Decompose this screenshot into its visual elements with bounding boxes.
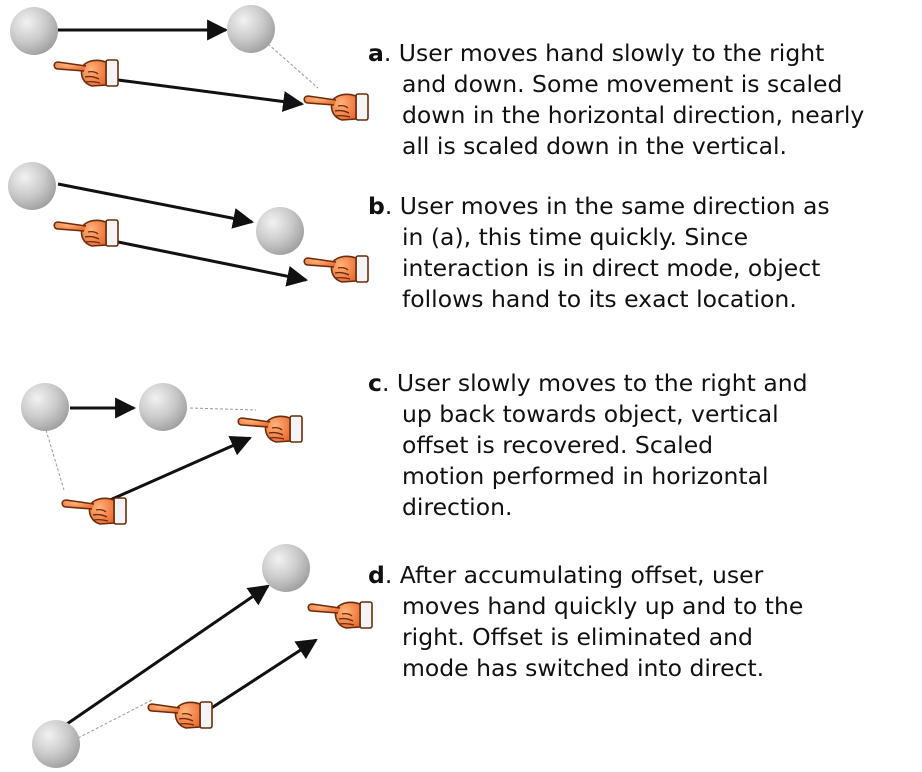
caption-d-line-2: moves hand quickly up and to the — [402, 592, 804, 620]
caption-d-letter: d — [368, 561, 385, 589]
caption-c: c. User slowly moves to the right and up… — [368, 368, 916, 523]
caption-d: d. After accumulating offset, user moves… — [368, 560, 916, 684]
panel-c-leader-1 — [45, 429, 65, 491]
caption-a-line-3: down in the horizontal direction, nearly — [402, 101, 865, 129]
panel-b-figure — [8, 162, 369, 287]
panel-c-object-end — [139, 383, 187, 431]
panel-a-hand-arrow — [117, 78, 305, 112]
panel-d-leader — [77, 699, 153, 739]
caption-a-line-2: and down. Some movement is scaled — [402, 70, 843, 98]
panel-b-object-end — [256, 207, 304, 255]
panel-a-figure — [10, 5, 369, 121]
caption-c-line-1: . User slowly moves to the right and — [381, 369, 808, 397]
panel-a-object-end — [227, 5, 275, 53]
panel-a-hand-end-icon — [303, 93, 369, 121]
panel-d-object-end — [262, 544, 310, 592]
panel-b-hand-end-icon — [303, 255, 369, 283]
caption-d-line-4: mode has switched into direct. — [402, 654, 765, 682]
panel-c-object-start — [21, 383, 69, 431]
caption-d-line-3: right. Offset is eliminated and — [402, 623, 753, 651]
caption-b-line-1: . User moves in the same direction as — [384, 192, 830, 220]
panel-a-object-start — [10, 7, 58, 55]
panel-c-figure — [21, 383, 303, 525]
caption-a-letter: a — [368, 39, 384, 67]
panel-b-hand-start-icon — [53, 219, 119, 247]
caption-b-line-4: follows hand to its exact location. — [402, 285, 797, 313]
panel-b-object-arrow — [57, 182, 255, 229]
caption-c-line-4: motion performed in horizontal — [402, 462, 769, 490]
panel-a-hand-start-icon — [53, 59, 119, 87]
caption-c-line-2: up back towards object, vertical — [402, 400, 779, 428]
panel-d-hand-start-icon — [147, 701, 213, 729]
panel-b-object-start — [8, 162, 56, 210]
caption-c-letter: c — [368, 369, 382, 397]
caption-a: a. User moves hand slowly to the right a… — [368, 38, 916, 162]
panel-d-hand-arrow — [195, 638, 318, 720]
caption-b-line-3: interaction is in direct mode, object — [402, 254, 821, 282]
panel-b-hand-arrow — [117, 240, 309, 287]
caption-b: b. User moves in the same direction as i… — [368, 191, 916, 315]
caption-b-line-2: in (a), this time quickly. Since — [402, 223, 749, 251]
panel-d-object-start — [32, 720, 80, 768]
caption-a-line-1: . User moves hand slowly to the right — [383, 39, 825, 67]
panel-c-hand-arrow — [109, 436, 252, 502]
panel-a-leader — [267, 43, 319, 89]
panel-c-leader-2 — [189, 407, 257, 411]
panel-d-figure — [32, 544, 373, 768]
caption-d-line-1: . After accumulating offset, user — [384, 561, 764, 589]
panel-d-object-arrow — [63, 584, 270, 728]
panel-c-hand-start-icon — [61, 497, 127, 525]
caption-a-line-4: all is scaled down in the vertical. — [402, 132, 788, 160]
caption-b-letter: b — [368, 192, 385, 220]
panel-d-hand-end-icon — [307, 601, 373, 629]
caption-c-line-3: offset is recovered. Scaled — [402, 431, 714, 459]
caption-c-line-5: direction. — [402, 493, 513, 521]
